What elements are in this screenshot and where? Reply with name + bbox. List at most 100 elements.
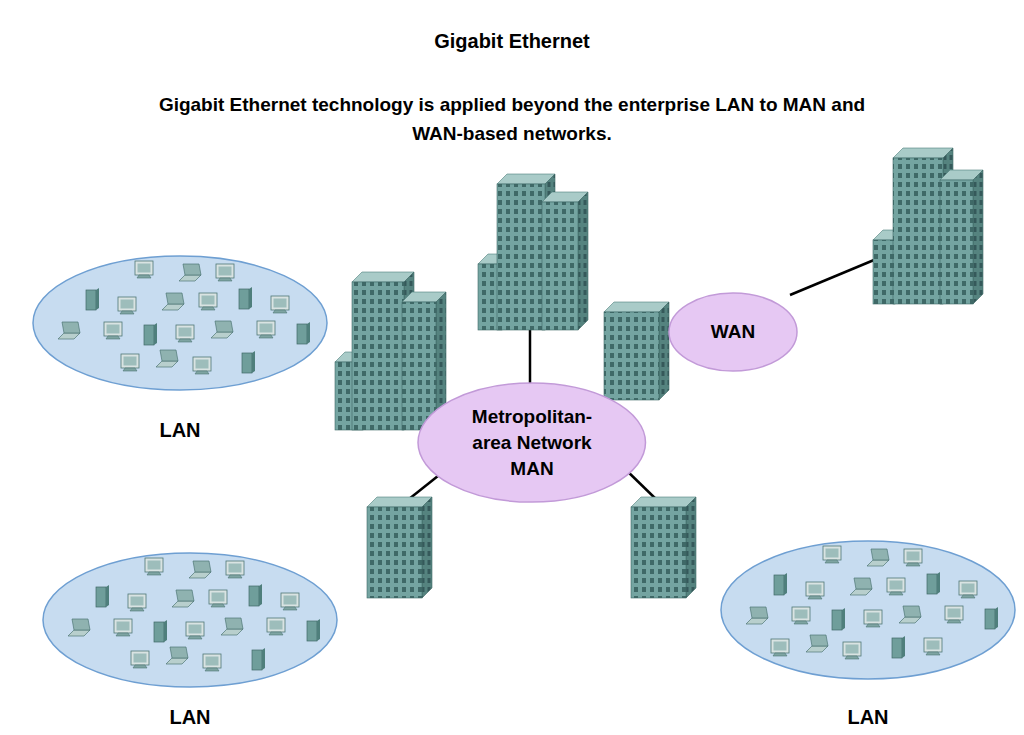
- computer-icon: [203, 654, 221, 671]
- computer-icon: [199, 293, 217, 310]
- computer-icon: [121, 354, 139, 371]
- computer-icon: [131, 651, 149, 668]
- computer-icon: [249, 584, 262, 606]
- buildings: [335, 148, 983, 598]
- building-side: [973, 170, 983, 304]
- building-front: [542, 202, 578, 330]
- computer-icon: [104, 322, 122, 339]
- building: [478, 174, 588, 330]
- building-front: [367, 507, 422, 598]
- computer-icons: [746, 546, 998, 659]
- computer-icon: [774, 573, 787, 595]
- building-side: [659, 302, 669, 400]
- computer-icon: [193, 357, 211, 374]
- computer-icon: [128, 594, 146, 611]
- building-side: [422, 497, 432, 598]
- building: [367, 497, 432, 598]
- computer-icon: [162, 293, 184, 310]
- computer-icon: [843, 642, 861, 659]
- computer-icon: [135, 261, 153, 278]
- building-front: [497, 184, 545, 330]
- computer-icon: [96, 585, 109, 607]
- building-front: [631, 507, 686, 598]
- building-roof: [631, 497, 696, 507]
- computer-icon: [985, 607, 998, 629]
- building: [873, 148, 983, 304]
- diagram-title: Gigabit Ethernet: [0, 30, 1024, 53]
- computer-icon: [58, 322, 80, 339]
- network-ellipse: Metropolitan- area Network MAN: [417, 382, 647, 503]
- computer-icon: [271, 296, 289, 313]
- computer-icon: [154, 620, 167, 642]
- computer-icon: [806, 635, 828, 652]
- ellipse-shape: [43, 553, 337, 687]
- link-lines: [404, 260, 874, 503]
- subtitle-note: Gigabit Ethernet technology is applied b…: [152, 90, 872, 148]
- building: [631, 497, 696, 598]
- building-side: [578, 192, 588, 330]
- computer-icon: [221, 618, 243, 635]
- computer-icon: [86, 288, 99, 310]
- computer-icon: [281, 593, 299, 610]
- computer-icon: [172, 590, 194, 607]
- link-line: [790, 260, 874, 295]
- computer-icon: [186, 622, 204, 639]
- computer-icon: [145, 558, 163, 575]
- building: [335, 272, 446, 430]
- computer-icon: [118, 297, 136, 314]
- computer-icon: [904, 549, 922, 566]
- computer-icons: [68, 558, 320, 671]
- building-front: [893, 158, 943, 304]
- ellipse-outline: [720, 540, 1016, 682]
- ellipse-shape: [33, 256, 327, 390]
- computer-icon: [959, 581, 977, 598]
- computer-icon: [864, 610, 882, 627]
- building: [604, 302, 669, 400]
- computer-icon: [252, 648, 265, 670]
- computer-icon: [771, 639, 789, 656]
- building-side: [686, 497, 696, 598]
- ellipse-shape: [669, 293, 797, 371]
- computer-icon: [114, 619, 132, 636]
- network-label: Metropolitan- area Network MAN: [457, 404, 607, 482]
- lan-cloud: LAN: [42, 552, 338, 731]
- computer-icon: [156, 350, 178, 367]
- building-front: [402, 302, 436, 430]
- computer-icon: [211, 321, 233, 338]
- computer-icons: [58, 261, 310, 374]
- computer-icon: [239, 287, 252, 309]
- network-label: WAN: [711, 319, 755, 345]
- network-ellipse: WAN: [668, 292, 798, 372]
- computer-icon: [899, 606, 921, 623]
- computer-icon: [867, 549, 889, 566]
- computer-icon: [226, 561, 244, 578]
- computer-icon: [209, 590, 227, 607]
- ellipse-outline: [42, 552, 338, 690]
- computer-icon: [189, 561, 211, 578]
- computer-icon: [307, 619, 320, 641]
- computer-icon: [166, 647, 188, 664]
- ellipse-shape: [721, 541, 1015, 679]
- computer-icon: [267, 618, 285, 635]
- computer-icon: [927, 572, 940, 594]
- computer-icon: [242, 351, 255, 373]
- computer-icon: [144, 323, 157, 345]
- building-front: [604, 312, 659, 400]
- building-front: [940, 180, 973, 304]
- building-front: [873, 240, 895, 304]
- computer-icon: [792, 607, 810, 624]
- computer-icon: [179, 264, 201, 281]
- lan-label: LAN: [847, 704, 888, 730]
- lan-cloud: LAN: [32, 255, 328, 444]
- ellipse-outline: [32, 255, 328, 393]
- computer-icon: [887, 578, 905, 595]
- ellipse-shape: [418, 383, 646, 502]
- computer-icon: [746, 607, 768, 624]
- computer-icon: [945, 606, 963, 623]
- computer-icon: [176, 325, 194, 342]
- computer-icon: [832, 608, 845, 630]
- lan-cloud: LAN: [720, 540, 1016, 731]
- building-roof: [604, 302, 669, 312]
- computer-icon: [257, 321, 275, 338]
